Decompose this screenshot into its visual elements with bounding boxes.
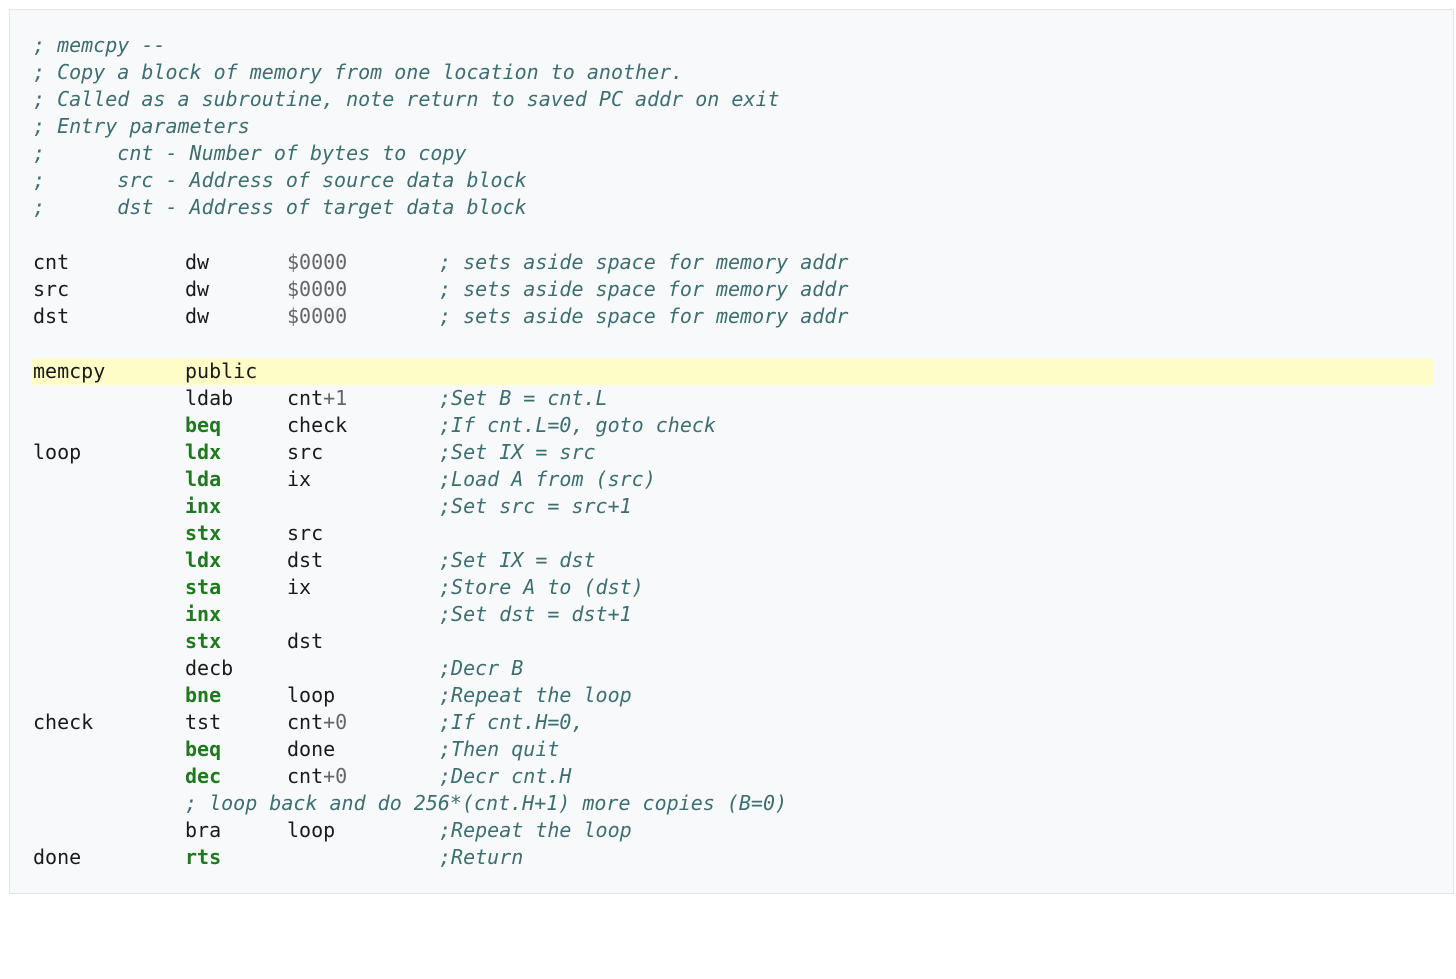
instruction: beq [185, 413, 222, 437]
code-line: stx dst [32, 628, 1433, 655]
code-line: bra loop ;Repeat the loop [32, 817, 1433, 844]
operand: dst [287, 548, 324, 572]
directive: dw [185, 277, 210, 301]
code-line: ldab cnt+1 ;Set B = cnt.L [32, 385, 1433, 412]
comment: ; sets aside space for memory addr [439, 304, 849, 328]
instruction: ldx [185, 548, 222, 572]
comment: ;Set B = cnt.L [439, 386, 608, 410]
comment: ;Decr B [439, 656, 524, 680]
code-line: decb ;Decr B [32, 655, 1433, 682]
comment-line: ; dst - Address of target data block [33, 195, 527, 219]
label: src [33, 277, 70, 301]
instruction: stx [185, 629, 222, 653]
comment: ;Repeat the loop [439, 818, 632, 842]
operand: cnt+0 [287, 710, 348, 734]
comment: ;Then quit [439, 737, 560, 761]
label: cnt [33, 250, 70, 274]
instruction: beq [185, 737, 222, 761]
comment: ;Set dst = dst+1 [439, 602, 632, 626]
comment: ;If cnt.H=0, [439, 710, 584, 734]
instruction: dec [185, 764, 222, 788]
instruction: decb [185, 656, 234, 680]
instruction: lda [185, 467, 222, 491]
comment: ; sets aside space for memory addr [439, 250, 849, 274]
code-line: bne loop ;Repeat the loop [32, 682, 1433, 709]
comment-line: ; Called as a subroutine, note return to… [33, 87, 780, 111]
instruction: inx [185, 494, 222, 518]
directive: dw [185, 250, 210, 274]
instruction: inx [185, 602, 222, 626]
comment-line: ; Copy a block of memory from one locati… [33, 60, 684, 84]
operand: ix [287, 467, 312, 491]
operand: cnt+1 [287, 386, 348, 410]
code-line: sta ix ;Store A to (dst) [32, 574, 1433, 601]
code-line-highlighted: memcpy public [32, 358, 1433, 386]
comment: ;Store A to (dst) [439, 575, 644, 599]
data-def-line: src dw $0000 ; sets aside space for memo… [32, 276, 1433, 303]
label: dst [33, 304, 70, 328]
comment-line: ; loop back and do 256*(cnt.H+1) more co… [32, 790, 1433, 817]
code-line: loop ldx src ;Set IX = src [32, 439, 1433, 466]
data-def-line: cnt dw $0000 ; sets aside space for memo… [32, 249, 1433, 276]
code-line: beq check ;If cnt.L=0, goto check [32, 412, 1433, 439]
label: memcpy [33, 359, 106, 383]
code-block: ; memcpy -- ; Copy a block of memory fro… [9, 9, 1454, 894]
instruction: tst [185, 710, 222, 734]
instruction: ldx [185, 440, 222, 464]
comment: ;Set IX = src [439, 440, 596, 464]
code-line: ldx dst ;Set IX = dst [32, 547, 1433, 574]
code-line: done rts ;Return [32, 844, 1433, 871]
instruction: bne [185, 683, 222, 707]
comment: ;Decr cnt.H [439, 764, 572, 788]
comment: ;Repeat the loop [439, 683, 632, 707]
directive: dw [185, 304, 210, 328]
data-def-line: dst dw $0000 ; sets aside space for memo… [32, 303, 1433, 330]
instruction: ldab [185, 386, 234, 410]
operand: ix [287, 575, 312, 599]
code-line: lda ix ;Load A from (src) [32, 466, 1433, 493]
comment: ;Load A from (src) [439, 467, 656, 491]
operand: dst [287, 629, 324, 653]
code-line: dec cnt+0 ;Decr cnt.H [32, 763, 1433, 790]
comment: ; sets aside space for memory addr [439, 277, 849, 301]
operand: loop [287, 818, 336, 842]
operand: cnt+0 [287, 764, 348, 788]
code-line: beq done ;Then quit [32, 736, 1433, 763]
operand: done [287, 737, 336, 761]
comment: ; loop back and do 256*(cnt.H+1) more co… [185, 791, 788, 815]
operand: src [287, 440, 324, 464]
comment-line: ; cnt - Number of bytes to copy [33, 141, 467, 165]
comment-line: ; src - Address of source data block [33, 168, 527, 192]
code-line: inx ;Set dst = dst+1 [32, 601, 1433, 628]
comment-line: ; Entry parameters [33, 114, 250, 138]
instruction: stx [185, 521, 222, 545]
instruction: rts [185, 845, 222, 869]
label: loop [33, 440, 82, 464]
value: $0000 [287, 277, 348, 301]
comment: ;If cnt.L=0, goto check [439, 413, 716, 437]
label: check [33, 710, 94, 734]
code-line: check tst cnt+0 ;If cnt.H=0, [32, 709, 1433, 736]
label: done [33, 845, 82, 869]
comment: ;Set IX = dst [439, 548, 596, 572]
directive: public [185, 359, 258, 383]
operand: check [287, 413, 348, 437]
value: $0000 [287, 304, 348, 328]
value: $0000 [287, 250, 348, 274]
comment: ;Return [439, 845, 524, 869]
operand: src [287, 521, 324, 545]
comment-line: ; memcpy -- [33, 33, 166, 57]
operand: loop [287, 683, 336, 707]
code-line: stx src [32, 520, 1433, 547]
instruction: bra [185, 818, 222, 842]
comment: ;Set src = src+1 [439, 494, 632, 518]
code-line: inx ;Set src = src+1 [32, 493, 1433, 520]
instruction: sta [185, 575, 222, 599]
